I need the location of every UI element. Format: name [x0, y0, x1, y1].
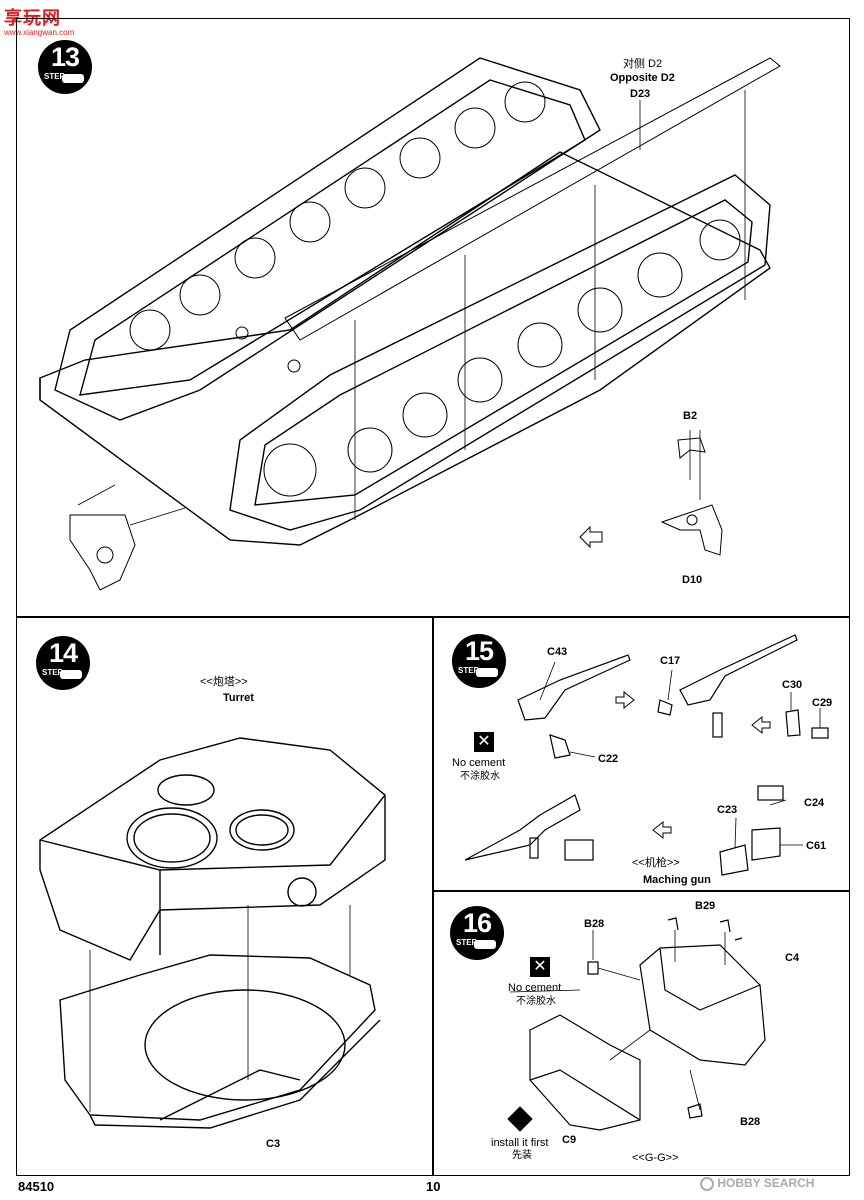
label-opposite-d2: Opposite D2 [610, 72, 675, 84]
label-c61: C61 [806, 840, 827, 852]
label-c4: C4 [785, 952, 800, 964]
step-13-number: 13 [50, 42, 80, 72]
step-13-word: STEP [44, 72, 65, 81]
panel-step16 [432, 890, 850, 1176]
step-14-word: STEP [42, 668, 63, 677]
label-b29: B29 [695, 900, 716, 912]
step-15-badge: 15 STEP [452, 634, 506, 688]
step-13-badge: 13 STEP [38, 40, 92, 94]
tank-icon [62, 74, 84, 83]
panel-step15 [432, 616, 850, 892]
label-b28-top: B28 [584, 918, 605, 930]
label-c3: C3 [266, 1138, 281, 1150]
turret-title-cn: <<炮塔>> [200, 676, 248, 688]
install-first-label-cn: 先装 [512, 1150, 532, 1161]
label-c24: C24 [804, 797, 825, 809]
label-c23: C23 [717, 804, 738, 816]
watermark-url: www.xiangwan.com [4, 28, 75, 37]
label-c29: C29 [812, 697, 833, 709]
step-15-word: STEP [458, 666, 479, 675]
label-b2: B2 [683, 410, 698, 422]
tank-icon [474, 940, 496, 949]
label-c9: C9 [562, 1134, 577, 1146]
no-cement-label: No cement [452, 757, 506, 769]
brand-watermark: HOBBY SEARCH [700, 1176, 814, 1191]
hull-drawing [39, 57, 781, 591]
tank-icon [476, 668, 498, 677]
install-first-label: install it first [491, 1137, 549, 1149]
step-15-number: 15 [464, 636, 494, 666]
label-c17: C17 [660, 655, 681, 667]
label-b28-bottom: B28 [740, 1116, 761, 1128]
turret-title: Turret [223, 692, 254, 704]
step-16-number: 16 [462, 908, 492, 938]
tank-icon [60, 670, 82, 679]
brand-text: HOBBY SEARCH [717, 1176, 815, 1190]
label-d10: D10 [682, 574, 703, 586]
no-cement-icon: ✕ [530, 957, 550, 977]
label-c22: C22 [598, 753, 619, 765]
no-cement-label-cn: 不涂胶水 [516, 996, 556, 1007]
section-gg-label: <<G-G>> [632, 1152, 679, 1164]
page-number: 10 [426, 1179, 441, 1194]
label-c43: C43 [547, 646, 568, 658]
step-16-word: STEP [456, 938, 477, 947]
step-14-number: 14 [48, 638, 78, 668]
brand-icon [700, 1176, 714, 1191]
label-opposite-d2-cn: 对侧 D2 [623, 58, 663, 70]
no-cement-icon: ✕ [474, 732, 494, 752]
no-cement-label: No cement [508, 982, 562, 994]
label-d23: D23 [630, 88, 651, 100]
mg-title: Maching gun [643, 874, 711, 886]
product-code: 84510 [18, 1179, 55, 1194]
no-cement-label-cn: 不涂胶水 [460, 771, 500, 782]
label-c30: C30 [782, 679, 803, 691]
panel-step14 [16, 616, 434, 1176]
mg-title-cn: <<机枪>> [632, 857, 680, 869]
step-16-badge: 16 STEP [450, 906, 504, 960]
step-14-badge: 14 STEP [36, 636, 90, 690]
